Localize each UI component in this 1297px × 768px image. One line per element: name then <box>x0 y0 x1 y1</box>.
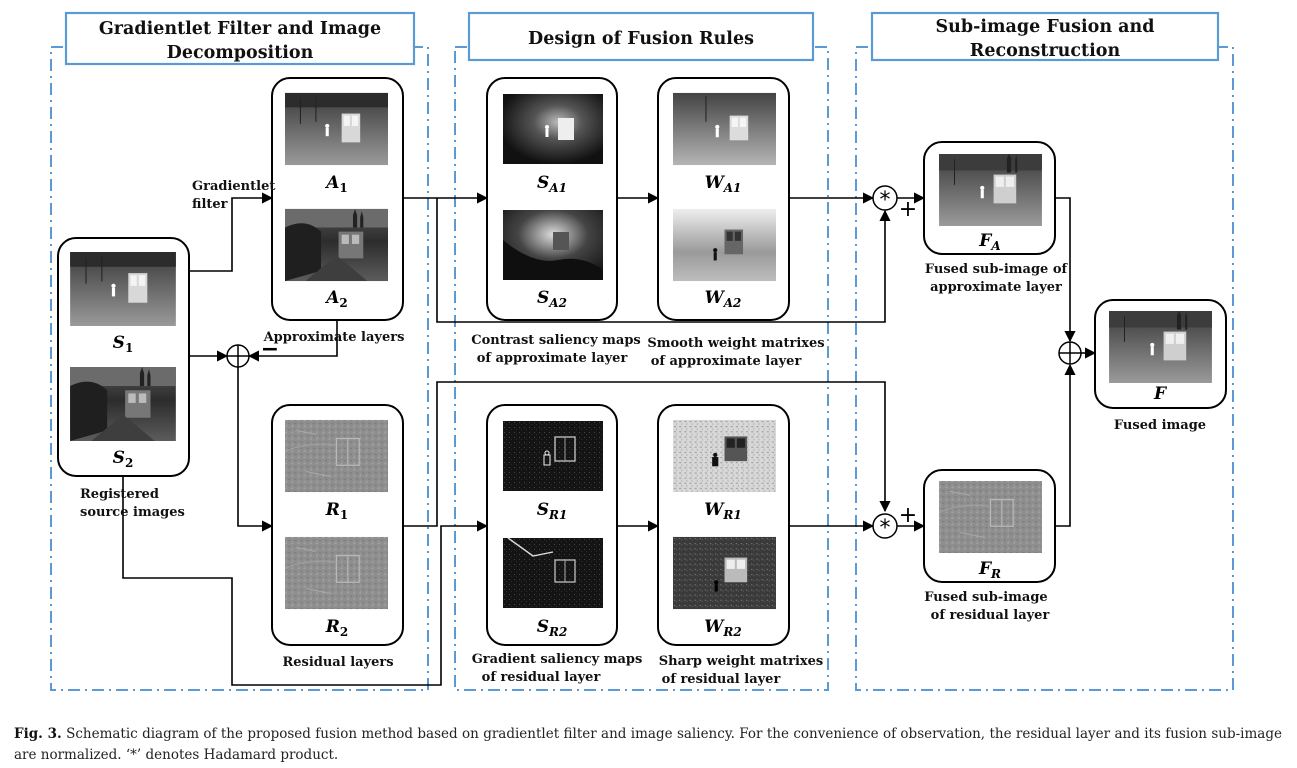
header-box-reconstruction <box>870 11 1220 62</box>
image-WA2 <box>673 208 776 282</box>
note-gradient-2: of residual layer <box>482 670 601 685</box>
line-A2-to-minus <box>247 320 338 362</box>
label-SR2: SR2 <box>537 617 568 639</box>
label-A1: A1 <box>324 173 348 195</box>
image-F <box>1108 311 1213 383</box>
label-WR2: WR2 <box>704 617 741 639</box>
image-SR1 <box>503 420 603 492</box>
header-reconstruction-line1: Sub-image Fusion and <box>936 17 1155 37</box>
hadamard-symbol-approx: * <box>880 188 891 213</box>
line-minus-to-R <box>237 367 274 532</box>
caption-text: Schematic diagram of the proposed fusion… <box>14 726 1282 763</box>
note-smooth-1: Smooth weight matrixes <box>647 336 824 351</box>
header-box-fusion-rules <box>467 11 815 62</box>
frame-reconstruction <box>855 46 1234 691</box>
label-SA2: SA2 <box>537 288 567 310</box>
image-S1 <box>70 252 176 326</box>
notes: Gradientlet filter Approximate layers Re… <box>80 179 1206 687</box>
note-registered-1: Registered <box>80 487 159 502</box>
line-A-to-hadamard-A <box>436 198 891 323</box>
hadamard-node-residual <box>872 513 898 539</box>
note-contrast-2: of approximate layer <box>477 351 628 366</box>
image-A2 <box>285 208 388 282</box>
minus-sign: − <box>261 337 279 362</box>
note-approximate-layers: Approximate layers <box>263 330 405 345</box>
label-A2: A2 <box>324 288 348 310</box>
hadamard-node-approx <box>872 185 898 211</box>
image-SR2 <box>503 537 603 609</box>
image-SA2 <box>503 210 603 280</box>
label-WR1: WR1 <box>704 500 741 522</box>
image-WA1 <box>673 92 776 166</box>
label-SA1: SA1 <box>537 173 567 195</box>
label-FR: FR <box>978 559 1001 581</box>
note-smooth-2: of approximate layer <box>651 354 802 369</box>
header-box-decomposition <box>64 11 416 66</box>
note-gradient-1: Gradient saliency maps <box>472 652 643 667</box>
note-fused-image: Fused image <box>1114 418 1206 433</box>
label-WA2: WA2 <box>705 288 742 310</box>
connectors <box>122 192 1097 686</box>
image-WR1 <box>673 419 776 493</box>
note-fused-approx-1: Fused sub-image of <box>925 262 1069 277</box>
frame-decomposition <box>50 46 429 691</box>
note-fused-approx-2: approximate layer <box>930 280 1062 295</box>
operators <box>226 185 1082 539</box>
section-frames <box>50 46 1234 691</box>
line-R-to-SR <box>403 381 891 527</box>
header-decomposition-line2: Decomposition <box>167 43 314 63</box>
header-reconstruction-line2: Reconstruction <box>970 41 1121 61</box>
header-fusion-rules: Design of Fusion Rules <box>528 29 754 49</box>
note-registered-2: source images <box>80 505 185 520</box>
note-sharp-2: of residual layer <box>662 672 781 687</box>
note-fused-residual-2: of residual layer <box>931 608 1050 623</box>
label-F: F <box>1153 384 1168 404</box>
note-contrast-1: Contrast saliency maps <box>471 333 641 348</box>
label-R1: R1 <box>325 500 349 522</box>
sum-node <box>1058 341 1082 365</box>
header-decomposition-line1: Gradientlet Filter and Image <box>99 19 381 39</box>
caption-label: Fig. 3. <box>14 726 62 742</box>
plus-sign-residual: + <box>899 503 917 528</box>
note-gradientlet-1: Gradientlet <box>192 179 275 194</box>
image-R2 <box>285 536 388 610</box>
hadamard-symbol-residual: * <box>880 516 891 541</box>
label-WA1: WA1 <box>705 173 742 195</box>
note-residual-layers: Residual layers <box>282 655 393 670</box>
label-R2: R2 <box>325 617 349 639</box>
figure-caption: Fig. 3. Schematic diagram of the propose… <box>14 724 1282 766</box>
section-headers: Gradientlet Filter and Image Decompositi… <box>64 11 1220 66</box>
label-S1: S1 <box>113 333 134 355</box>
label-S2: S2 <box>113 448 134 470</box>
image-FA <box>938 154 1043 226</box>
image-A1 <box>285 92 388 166</box>
note-gradientlet-2: filter <box>192 197 228 212</box>
note-sharp-1: Sharp weight matrixes <box>659 654 824 669</box>
image-SA1 <box>503 94 603 164</box>
line-FA-to-sum <box>1055 197 1076 343</box>
label-FA: FA <box>978 231 1000 253</box>
image-WR2 <box>673 536 776 610</box>
line-source-to-filter <box>189 192 274 272</box>
variable-labels: S1 S2 A1 A2 R1 R2 SA1 SA2 WA1 WA2 SR1 SR… <box>113 173 1168 639</box>
note-fused-residual-1: Fused sub-image <box>924 590 1047 605</box>
line-source-to-SR <box>122 475 489 686</box>
minus-node <box>226 344 250 368</box>
line-FR-to-sum <box>1055 363 1076 527</box>
image-S2 <box>70 367 176 441</box>
label-SR1: SR1 <box>537 500 568 522</box>
image-R1 <box>285 419 388 493</box>
plus-sign-approx: + <box>899 197 917 222</box>
image-FR <box>938 481 1043 553</box>
